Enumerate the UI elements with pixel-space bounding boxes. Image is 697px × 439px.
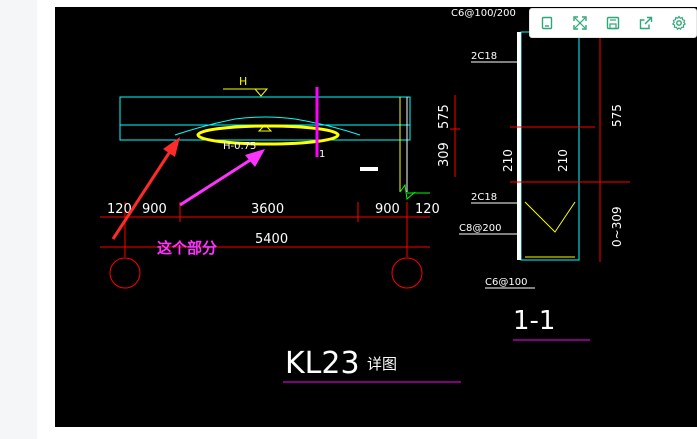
magenta-arrow-head: [245, 149, 265, 167]
dim-5400: 5400: [255, 232, 288, 247]
save-icon: [606, 16, 620, 30]
section-top-rebar: C6@100/200: [451, 8, 516, 19]
fullscreen-icon: [573, 16, 587, 30]
cad-drawing: H H-0.75 1 575 309 120 900 3600 900 120 …: [100, 8, 630, 383]
page-button[interactable]: [536, 12, 558, 34]
section-inner-dim-left: 210: [501, 149, 515, 172]
section-dim-0-309: 0~309: [610, 206, 624, 247]
section-rebar-top: 2C18: [471, 51, 497, 62]
haunch-curve: [174, 116, 361, 136]
section-title: 1-1: [513, 306, 555, 336]
share-button[interactable]: [635, 12, 657, 34]
section-dim-575: 575: [610, 104, 624, 127]
settings-icon: [672, 15, 687, 31]
level-triangle: [253, 88, 269, 97]
small-note: [360, 167, 378, 171]
cad-drawing-canvas: H H-0.75 1 575 309 120 900 3600 900 120 …: [55, 7, 697, 427]
drawing-title-suffix: 详图: [367, 355, 397, 373]
save-button[interactable]: [602, 12, 624, 34]
break-symbol: [399, 183, 416, 200]
section-stirrup-v: [524, 201, 576, 233]
dim-900-left: 900: [142, 202, 167, 217]
highlight-ellipse: [196, 124, 340, 146]
annotation-text: 这个部分: [157, 239, 217, 257]
axis-bubble-left: [109, 257, 141, 289]
section-stirrup-mid: C8@200: [459, 223, 501, 234]
magenta-arrow-shaft: [179, 155, 256, 207]
section-stirrup-bottom: C6@100: [485, 277, 527, 288]
dim-3600: 3600: [251, 202, 284, 217]
section-outline: [520, 31, 580, 261]
side-dim-309: 309: [437, 142, 452, 167]
dim-900-right: 900: [375, 202, 400, 217]
red-arrow-shaft: [111, 146, 175, 240]
drawing-title-main: KL23: [285, 346, 360, 381]
lower-level-triangle: [257, 124, 273, 132]
frame-padding: [37, 0, 55, 439]
dim-120-left: 120: [107, 202, 132, 217]
settings-button[interactable]: [668, 12, 690, 34]
fullscreen-button[interactable]: [569, 12, 591, 34]
axis-bubble-right: [391, 257, 423, 289]
bottom-padding: [55, 427, 697, 439]
section-inner-dim-right: 210: [556, 149, 570, 172]
section-rebar-mid: 2C18: [471, 192, 497, 203]
section-cut-label: 1: [319, 149, 325, 160]
red-arrow-head: [163, 137, 180, 157]
image-toolbar: [529, 8, 697, 38]
page-icon: [541, 16, 552, 30]
share-icon: [639, 16, 653, 30]
section-edge: [517, 32, 521, 260]
beam-outline: [119, 96, 411, 141]
level-mark-h: H: [239, 75, 247, 88]
dim-120-right: 120: [415, 202, 440, 217]
left-gutter: [0, 0, 37, 439]
side-dim-575: 575: [437, 104, 452, 129]
level-mark-lower: H-0.75: [223, 141, 256, 152]
